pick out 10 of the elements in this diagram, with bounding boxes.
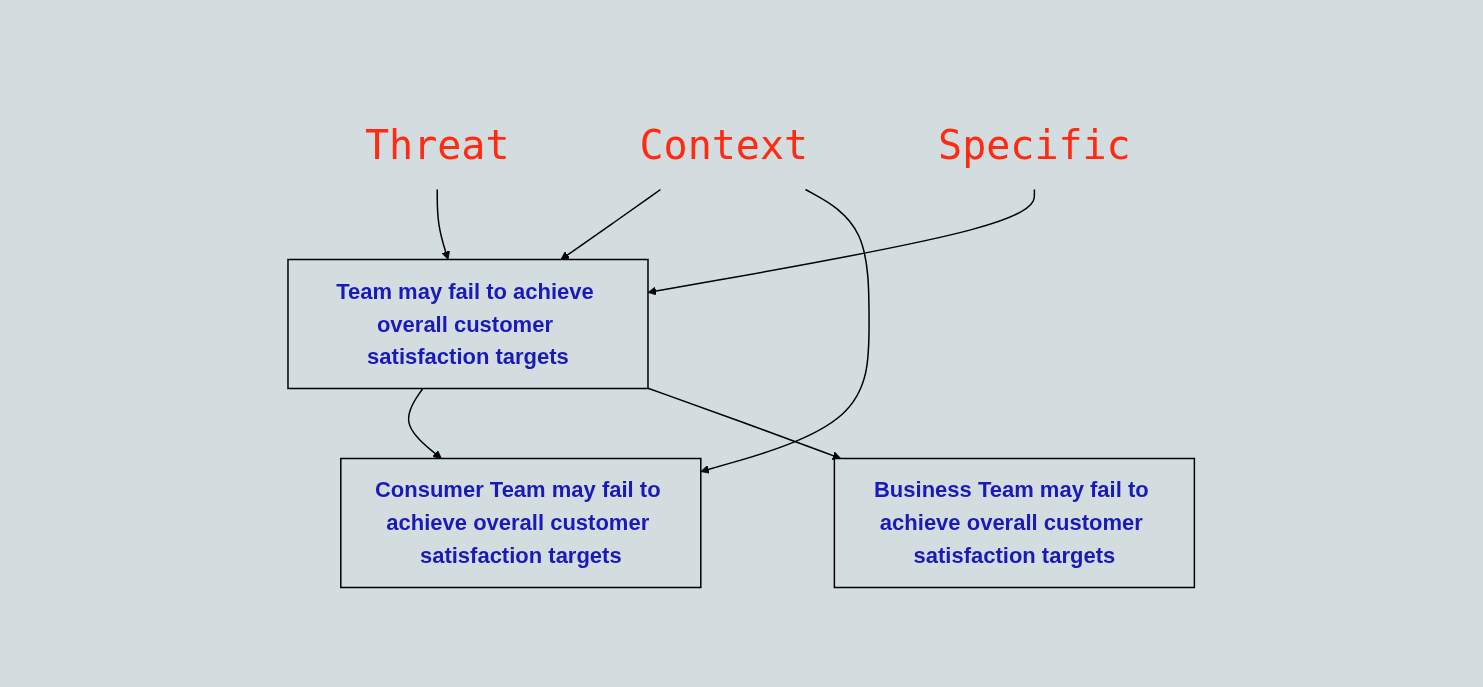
arrow <box>408 387 443 459</box>
node-box: Consumer Team may fail to achieve overall customer satisfaction targets <box>340 457 702 589</box>
arrow <box>647 387 842 460</box>
arrow <box>436 188 451 260</box>
node-box: Team may fail to achieve overall customer satisfaction targets <box>287 258 650 390</box>
node-text: Threat <box>365 121 510 168</box>
arrow <box>560 188 662 260</box>
node-text: Context <box>639 121 809 168</box>
node-box: Business Team may fail to achieve overall customer satisfaction targets <box>833 457 1196 589</box>
node-text: Specific <box>938 121 1132 168</box>
